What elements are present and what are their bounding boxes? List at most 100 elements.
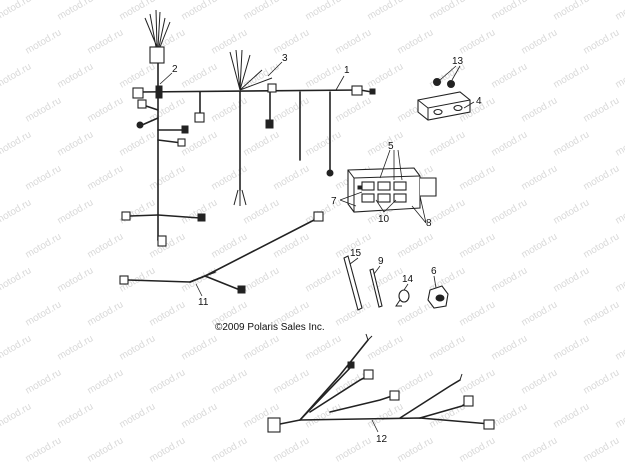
watermark-text: motod.ru xyxy=(458,231,498,260)
watermark-text: motod.ru xyxy=(24,367,64,396)
watermark-text: motod.ru xyxy=(458,299,498,328)
watermark-text: motod.ru xyxy=(552,265,592,294)
callout-2: 2 xyxy=(172,64,178,75)
tie-straps xyxy=(343,255,383,311)
watermark-text: motod.ru xyxy=(24,231,64,260)
watermark-text: motod.ru xyxy=(520,367,560,396)
watermark-text: motod.ru xyxy=(210,435,250,464)
watermark-text: motod.ru xyxy=(428,333,468,362)
copyright-notice: ©2009 Polaris Sales Inc. xyxy=(215,322,325,333)
watermark-text: motod.ru xyxy=(552,401,592,430)
watermark-text: motod.ru xyxy=(56,129,96,158)
watermark-text: motod.ru xyxy=(552,129,592,158)
watermark-text: motod.ru xyxy=(490,129,530,158)
callout-12: 12 xyxy=(376,434,388,445)
watermark-text: motod.ru xyxy=(86,367,126,396)
watermark-text: motod.ru xyxy=(614,401,625,430)
mounting-bracket xyxy=(417,78,471,121)
grommet-6 xyxy=(427,285,449,309)
watermark-text: motod.ru xyxy=(520,299,560,328)
watermark-text: motod.ru xyxy=(24,27,64,56)
watermark-text: motod.ru xyxy=(272,95,312,124)
leader-lines xyxy=(159,61,475,433)
watermark-text: motod.ru xyxy=(582,299,622,328)
watermark-text: motod.ru xyxy=(272,367,312,396)
watermark-text: motod.ru xyxy=(148,163,188,192)
callout-labels: 1 2 3 4 5 6 7 8 9 10 11 12 13 14 15 xyxy=(172,53,482,445)
watermark-text: motod.ru xyxy=(458,27,498,56)
watermark-text: motod.ru xyxy=(118,333,158,362)
watermark-text: motod.ru xyxy=(582,27,622,56)
watermark-text: motod.ru xyxy=(272,231,312,260)
watermark-text: motod.ru xyxy=(520,95,560,124)
watermark-text: motod.ru xyxy=(24,95,64,124)
watermark-text: motod.ru xyxy=(334,435,374,464)
watermark-text: motod.ru xyxy=(304,401,344,430)
watermark-text: motod.ru xyxy=(334,299,374,328)
watermark-text: motod.ru xyxy=(56,265,96,294)
watermark-text: motod.ru xyxy=(396,435,436,464)
callout-15: 15 xyxy=(350,248,362,259)
watermark-text: motod.ru xyxy=(552,61,592,90)
watermark-text: motod.ru xyxy=(552,197,592,226)
callout-1: 1 xyxy=(344,65,350,76)
watermark-text: motod.ru xyxy=(24,435,64,464)
watermark-text: motod.ru xyxy=(86,231,126,260)
watermark-text: motod.ru xyxy=(86,299,126,328)
watermark-text: motod.ru xyxy=(304,265,344,294)
sub-harness-11 xyxy=(119,211,324,294)
watermark-text: motod.ru xyxy=(210,95,250,124)
watermark-text: motod.ru xyxy=(148,299,188,328)
callout-9: 9 xyxy=(378,256,384,267)
watermark-text: motod.ru xyxy=(242,265,282,294)
callout-5: 5 xyxy=(388,141,394,152)
watermark-text: motod.ru xyxy=(24,299,64,328)
watermark-text: motod.ru xyxy=(56,401,96,430)
watermark-text: motod.ru xyxy=(118,401,158,430)
watermark-text: motod.ru xyxy=(396,27,436,56)
watermark-text: motod.ru xyxy=(428,0,468,23)
watermark-text: motod.ru xyxy=(490,0,530,23)
watermark-text: motod.ru xyxy=(210,367,250,396)
watermark-text: motod.ru xyxy=(56,61,96,90)
watermark-text: motod.ru xyxy=(552,0,592,23)
callout-7: 7 xyxy=(331,196,337,207)
watermark-text: motod.ru xyxy=(242,0,282,23)
callout-10: 10 xyxy=(378,214,390,225)
watermark-text: motod.ru xyxy=(118,129,158,158)
callout-3: 3 xyxy=(282,53,288,64)
watermark-text: motod.ru xyxy=(614,0,625,23)
watermark-text: motod.ru xyxy=(428,197,468,226)
callout-4: 4 xyxy=(476,96,482,107)
watermark-text: motod.ru xyxy=(272,27,312,56)
watermark-text: motod.ru xyxy=(56,0,96,23)
watermark-text: motod.ru xyxy=(304,0,344,23)
watermark-text: motod.ru xyxy=(180,0,220,23)
watermark-text: motod.ru xyxy=(366,401,406,430)
watermark-text: motod.ru xyxy=(396,231,436,260)
watermark-text: motod.ru xyxy=(0,333,33,362)
watermark-text: motod.ru xyxy=(428,129,468,158)
watermark-text: motod.ru xyxy=(490,401,530,430)
watermark-text: motod.ru xyxy=(520,435,560,464)
watermark-text: motod.ru xyxy=(582,95,622,124)
watermark-text: motod.ru xyxy=(366,61,406,90)
callout-6: 6 xyxy=(431,266,437,277)
callout-8: 8 xyxy=(426,218,432,229)
watermark-text: motod.ru xyxy=(180,197,220,226)
watermark-text: motod.ru xyxy=(458,435,498,464)
watermark-text: motod.ru xyxy=(0,265,33,294)
watermark-text: motod.ru xyxy=(366,333,406,362)
watermark-text: motod.ru xyxy=(582,435,622,464)
watermark-text: motod.ru xyxy=(366,0,406,23)
watermark-text: motod.ru xyxy=(458,163,498,192)
watermark-text: motod.ru xyxy=(24,163,64,192)
watermark-text: motod.ru xyxy=(490,333,530,362)
watermark-text: motod.ru xyxy=(334,27,374,56)
wire-clip-14 xyxy=(395,289,410,307)
watermark-text: motod.ru xyxy=(180,333,220,362)
watermark-text: motod.ru xyxy=(304,129,344,158)
watermark-text: motod.ru xyxy=(552,333,592,362)
